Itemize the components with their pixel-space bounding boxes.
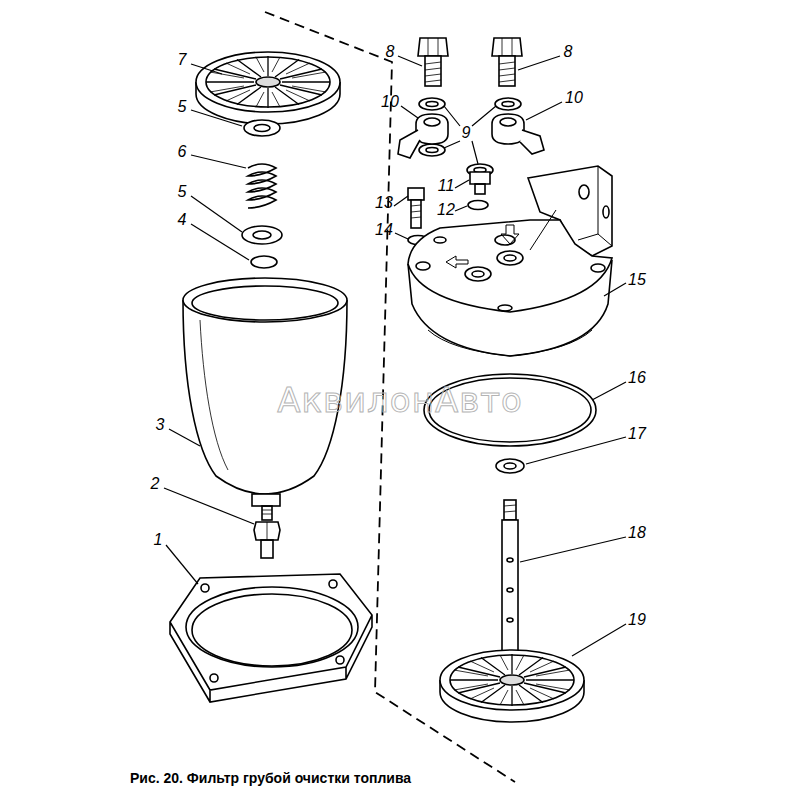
callout-number: 6 — [178, 143, 187, 161]
callout-number: 11 — [438, 177, 455, 195]
callout-number: 4 — [178, 211, 187, 229]
callout-number: 17 — [628, 425, 646, 443]
callout-number: 7 — [178, 51, 187, 69]
callout-number: 15 — [628, 271, 646, 289]
callout-number: 8 — [564, 43, 573, 61]
callout-number: 10 — [565, 89, 583, 107]
callout-number: 9 — [462, 124, 471, 142]
callout-number: 8 — [386, 43, 395, 61]
callout-number: 5 — [178, 183, 187, 201]
callout-number: 3 — [156, 416, 165, 434]
callout-number: 5 — [178, 98, 187, 116]
callout-number: 12 — [437, 201, 455, 219]
callout-number: 10 — [381, 93, 399, 111]
callout-number: 18 — [628, 524, 646, 542]
callout-number: 13 — [375, 194, 393, 212]
callout-number: 1 — [154, 531, 163, 549]
callout-number: 14 — [375, 221, 393, 239]
callout-number: 19 — [628, 611, 646, 629]
watermark: АквилонАвто — [277, 380, 523, 420]
callout-number: 16 — [628, 369, 646, 387]
callout-number: 2 — [151, 475, 160, 493]
figure-caption: Рис. 20. Фильтр грубой очистки топлива — [130, 770, 411, 786]
